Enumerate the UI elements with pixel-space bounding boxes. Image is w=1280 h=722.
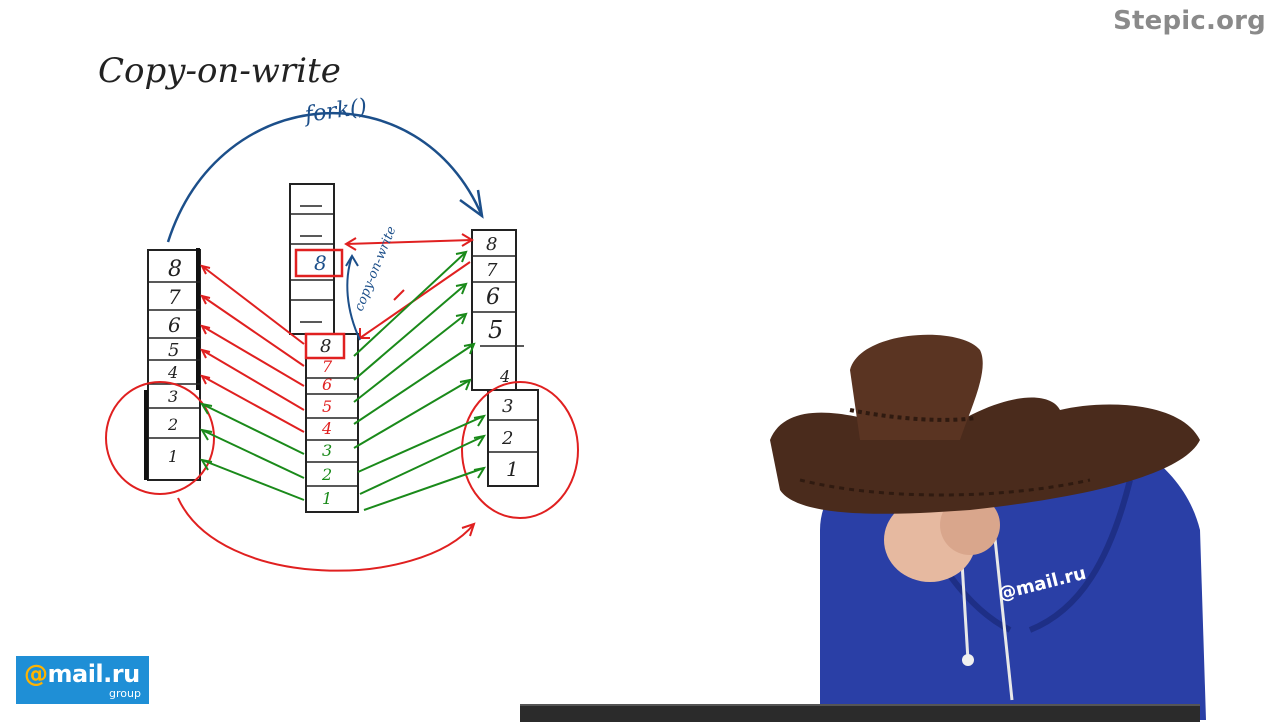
middle-column: 8 8 7 6 5 4 3 2 1 [289,183,359,513]
right-cell: 8 [486,234,497,255]
right-cell: 6 [486,285,500,310]
left-cell: 6 [168,313,181,337]
laptop-edge [520,704,1200,722]
fork-arrow-head [459,189,484,219]
right-cell: 1 [506,457,519,481]
left-cell: 3 [168,387,178,406]
left-highlight-circle [105,381,215,495]
left-cell: 7 [168,285,181,309]
right-cell: 7 [486,260,498,281]
logo-subtext: group [109,687,141,700]
right-cell: 5 [488,316,503,344]
right-cell: 2 [501,428,513,449]
right-column: 8 7 6 5 4 3 2 1 [471,229,539,487]
middle-cell: 1 [322,489,332,508]
mailru-group-logo: @mail.ru group [16,656,149,704]
left-cell: 1 [168,447,178,466]
middle-cell: 2 [321,465,332,484]
logo-at-sign: @ [24,660,48,688]
right-cell: 4 [499,367,510,386]
cow-label: copy-on-write [352,224,400,314]
logo-text: @mail.ru [24,660,140,688]
left-cell: 8 [168,257,182,282]
left-cell: 5 [168,340,179,361]
cow-arrow [346,255,361,341]
logo-main-text: mail.ru [47,660,141,688]
diagram-title: Copy-on-write [98,51,341,91]
cow-arrow-head [345,254,359,267]
green-mapping-arrows [199,250,487,511]
middle-cell: 4 [321,419,332,438]
middle-new-cell: 8 [314,251,327,275]
left-cell: 2 [167,415,178,434]
middle-cell: 8 [320,336,331,357]
fork-label: fork() [301,94,368,128]
fork-arrow [166,111,484,243]
right-highlight-circle [461,381,579,519]
middle-cell: 6 [322,375,332,394]
bottom-red-arrow [177,497,475,572]
presenter-figure: @mail.ru [770,334,1206,720]
stepic-watermark: Stepic.org [1113,6,1266,36]
bottom-red-arrow-head [461,522,476,537]
left-column: 8 7 6 5 4 3 2 1 [144,248,201,481]
middle-cell: 5 [322,397,332,416]
right-cell: 3 [502,396,513,417]
middle-cell: 3 [322,441,332,460]
middle-cell: 7 [322,357,333,376]
left-cell: 4 [167,363,178,382]
